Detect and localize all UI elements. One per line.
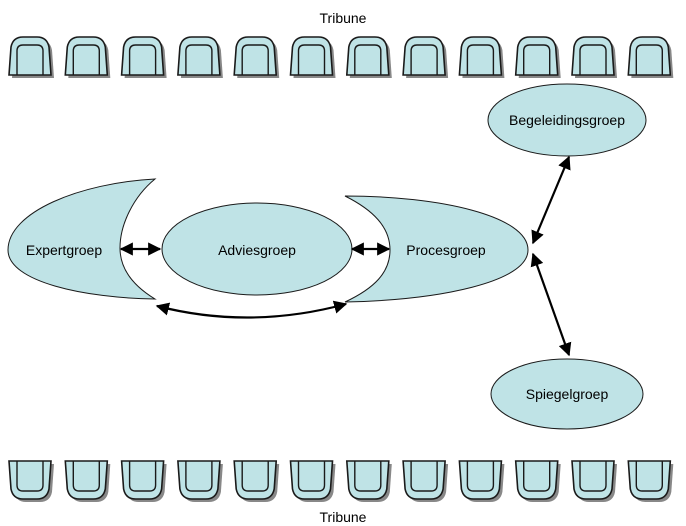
tribune-bottom-seat-11	[571, 460, 617, 502]
tribune-top-seat-10	[514, 36, 561, 78]
spiegelgroep-label: Spiegelgroep	[526, 386, 609, 402]
tribune-top-seat-1	[8, 36, 54, 78]
tribune-top-seats	[8, 36, 674, 78]
tribune-top-seat-6	[289, 36, 336, 78]
expert-proces-curved-arrow	[155, 300, 348, 319]
tribune-bottom-seat-10	[514, 460, 561, 502]
tribune-bottom-label: Tribune	[320, 509, 367, 525]
tribune-top-seat-9	[458, 36, 505, 78]
tribune-top-seat-5	[233, 36, 280, 78]
tribune-bottom-seat-9	[458, 460, 505, 502]
expertgroep-label: Expertgroep	[26, 242, 102, 258]
proces-begeleiding-arrow	[531, 155, 571, 245]
tribune-top-seat-12	[627, 36, 674, 78]
tribune-top-label: Tribune	[320, 10, 367, 26]
tribune-bottom-seat-3	[120, 460, 167, 502]
expertgroep-crescent	[7, 178, 157, 300]
tribune-bottom-seat-7	[345, 460, 392, 502]
tribune-top-seat-3	[120, 36, 167, 78]
procesgroep-label: Procesgroep	[406, 242, 486, 258]
tribune-bottom-seats	[8, 460, 674, 502]
tribune-top-seat-7	[345, 36, 392, 78]
begeleidingsgroep-label: Begeleidingsgroep	[509, 112, 625, 128]
adviesgroep-label: Adviesgroep	[218, 242, 296, 258]
tribune-bottom-seat-6	[289, 460, 336, 502]
tribune-bottom-seat-4	[177, 460, 223, 502]
tribune-top-seat-11	[571, 36, 617, 78]
tribune-bottom-seat-2	[64, 460, 111, 502]
tribune-top-seat-2	[64, 36, 111, 78]
tribune-bottom-seat-1	[8, 460, 54, 502]
proces-spiegel-arrow	[530, 252, 572, 357]
tribune-bottom-seat-8	[402, 460, 449, 502]
tribune-bottom-seat-12	[627, 460, 674, 502]
tribune-bottom-seat-5	[233, 460, 280, 502]
tribune-top-seat-4	[177, 36, 223, 78]
tribune-top-seat-8	[402, 36, 449, 78]
spiegelgroep-ellipse	[490, 358, 644, 430]
